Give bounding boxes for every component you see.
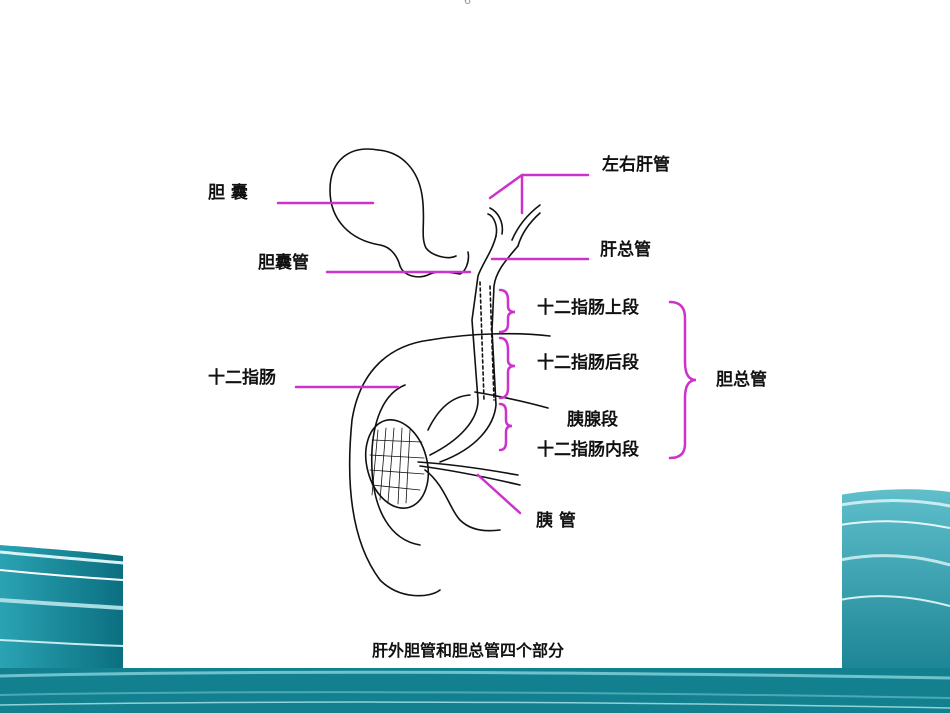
label-intraduodenal-segment: 十二指肠内段 [537,440,639,460]
pointer-lines [276,173,697,515]
label-pancreatic-segment: 胰腺段 [567,410,618,430]
figure-caption: 肝外胆管和胆总管四个部分 [372,641,565,660]
label-supraduodenal-segment: 十二指肠上段 [537,298,639,318]
label-gallbladder: 胆 囊 [208,183,248,203]
label-left-right-hepatic-duct: 左右肝管 [602,155,670,175]
brace-intraduodenal [498,402,513,452]
label-common-bile-duct: 胆总管 [716,370,767,390]
gallbladder-shape [329,148,470,278]
brace-retroduodenal [498,336,516,400]
label-retroduodenal-segment: 十二指肠后段 [537,353,639,373]
brace-supraduodenal [498,288,516,334]
page-number: 6 [464,0,471,7]
label-duodenum: 十二指肠 [208,368,276,388]
label-common-hepatic-duct: 肝总管 [600,240,651,260]
pointer-pancreatic-duct [476,473,522,515]
brace-common-bile-duct [668,300,697,460]
label-pancreatic-duct: 胰 管 [536,511,576,531]
label-cystic-duct: 胆囊管 [258,253,309,273]
decorative-waves [0,489,950,713]
